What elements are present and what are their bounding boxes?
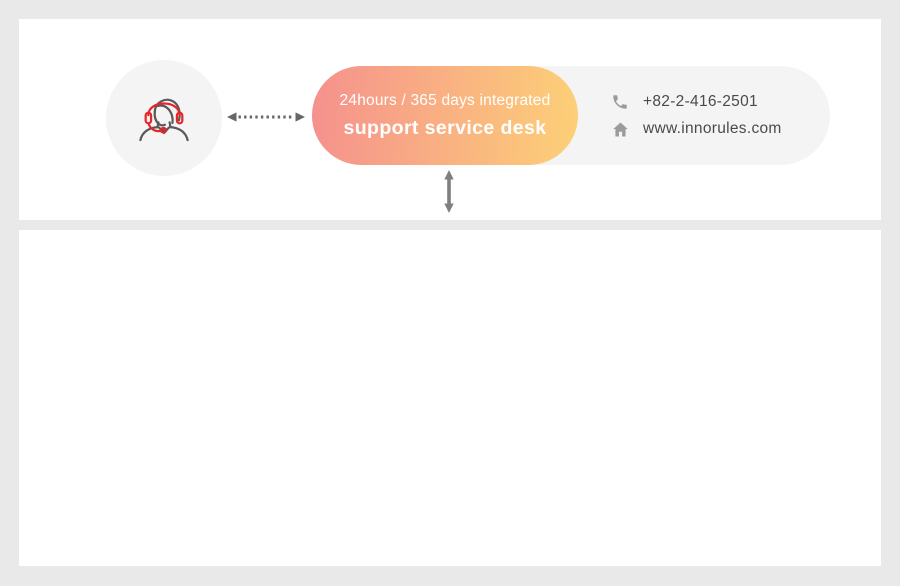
home-icon <box>610 120 630 139</box>
phone-number: +82-2-416-2501 <box>643 92 758 110</box>
contact-info: +82-2-416-2501 www.innorules.com <box>610 66 782 165</box>
banner-tagline: 24hours / 365 days integrated <box>339 91 551 109</box>
phone-icon <box>610 93 630 111</box>
support-agent-circle <box>106 60 222 176</box>
support-service-pill: 24hours / 365 days integrated support se… <box>312 66 578 165</box>
vertical-double-arrow-icon <box>444 170 454 213</box>
website-url: www.innorules.com <box>643 120 782 137</box>
bottom-content-panel <box>19 230 881 566</box>
support-agent-headset-icon <box>139 98 189 142</box>
support-banner: 24hours / 365 days integrated support se… <box>312 66 830 165</box>
horizontal-dotted-double-arrow-icon <box>227 112 305 122</box>
phone-row: +82-2-416-2501 <box>610 93 782 111</box>
website-row: www.innorules.com <box>610 120 782 139</box>
banner-title: support service desk <box>343 116 547 139</box>
